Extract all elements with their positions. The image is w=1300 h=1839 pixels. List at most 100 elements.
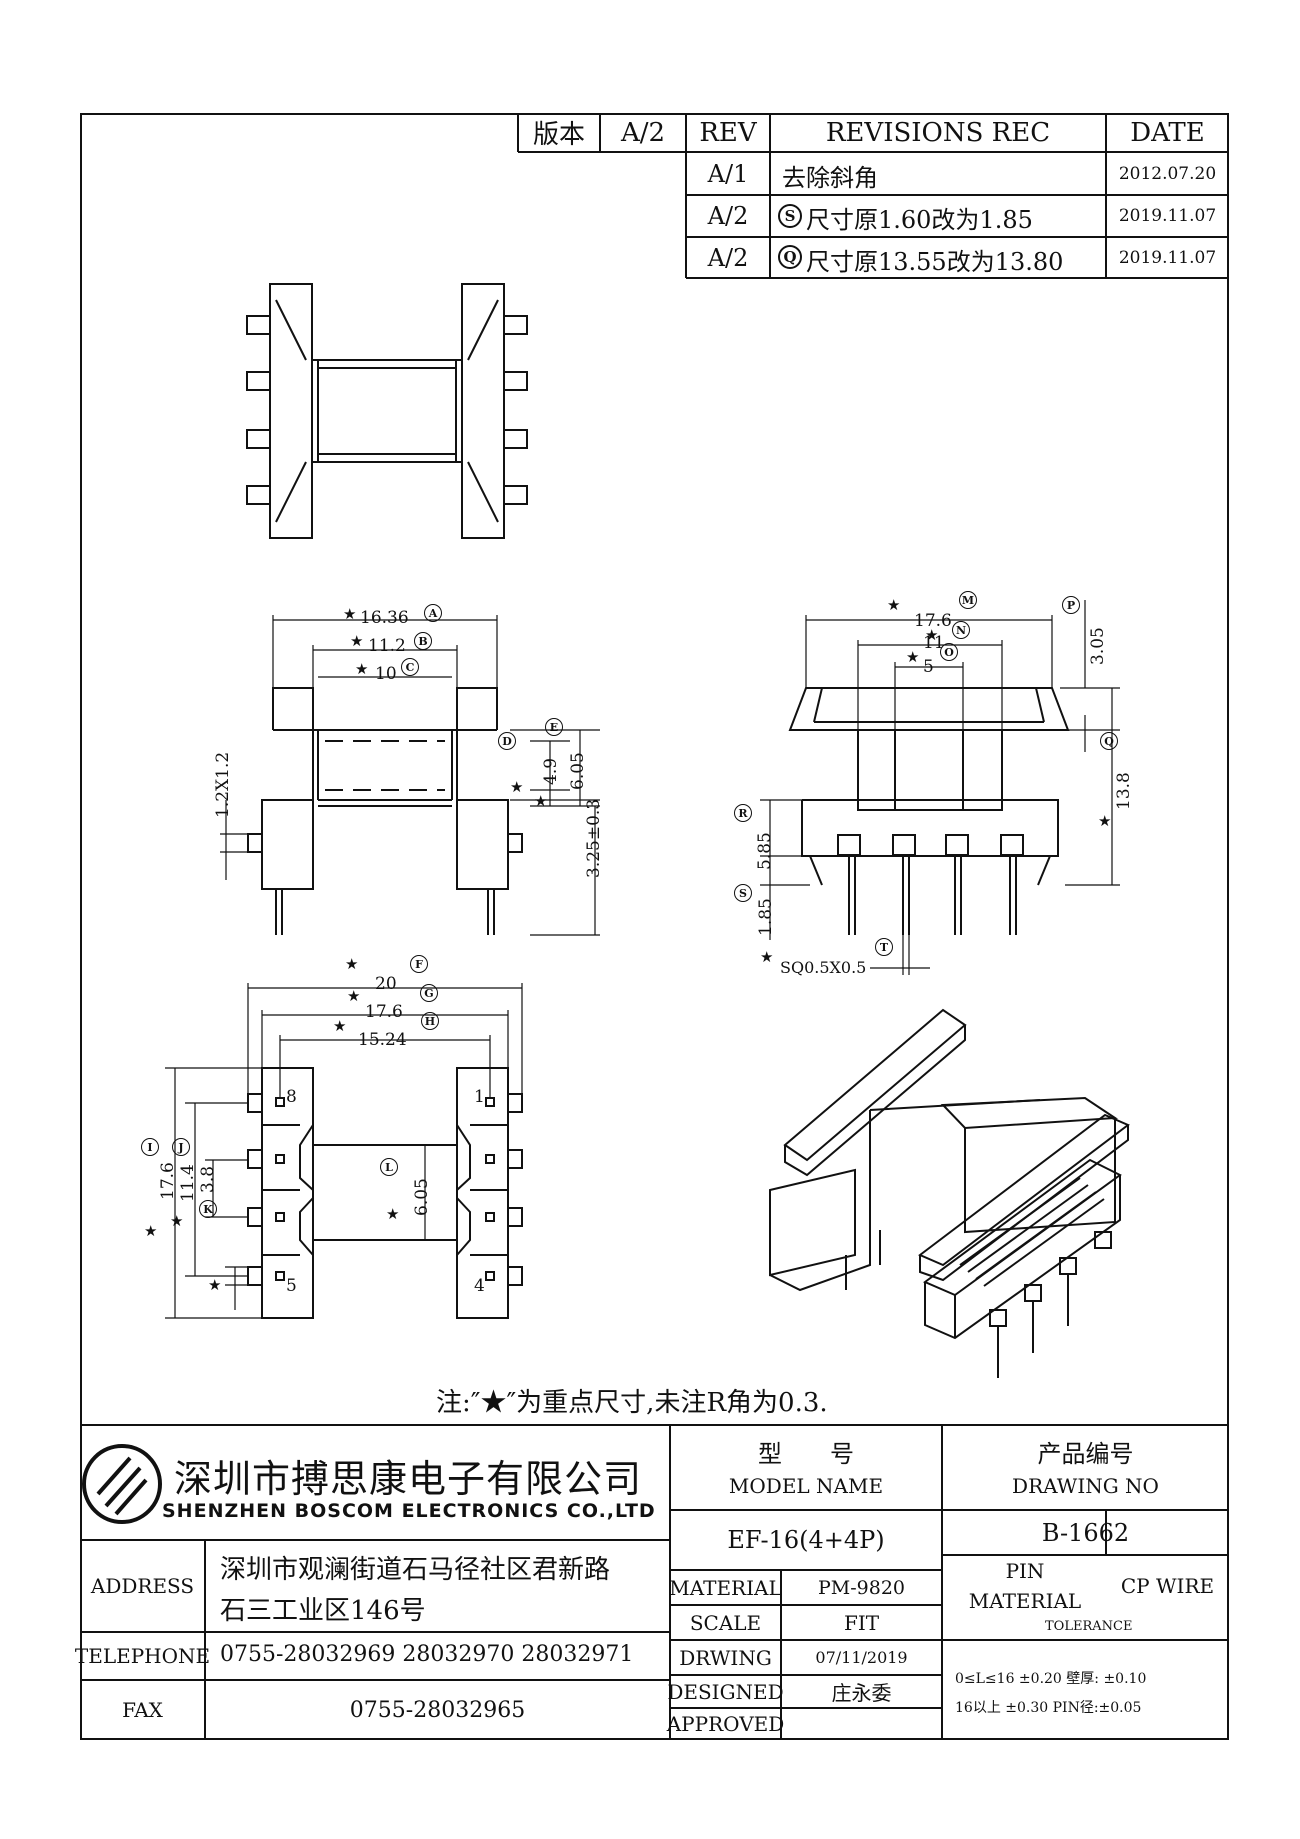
dim-o-value: 5 <box>923 657 934 677</box>
rev-row-1-date: 2012.07.20 <box>1118 163 1217 184</box>
drwing-label: DRWING <box>679 1645 772 1670</box>
star-icon: ★ <box>906 648 920 666</box>
star-icon: ★ <box>760 948 774 966</box>
star-icon: ★ <box>144 1222 158 1240</box>
dim-s-value: 1.85 <box>756 898 776 936</box>
marker-s: S <box>734 884 752 902</box>
pin-material-value: CP WIRE <box>1120 1574 1215 1598</box>
fax-value: 0755-28032965 <box>349 1697 526 1723</box>
dim-pin-value: 1.2X1.2 <box>213 751 233 818</box>
telephone-value: 0755-28032969 28032970 28032971 <box>220 1642 634 1667</box>
marker-k: K <box>199 1200 217 1218</box>
marker-c: C <box>401 658 419 676</box>
star-icon: ★ <box>1098 812 1112 830</box>
rev-row-3-date: 2019.11.07 <box>1118 247 1217 268</box>
rev-row-2-date: 2019.11.07 <box>1118 206 1217 226</box>
star-icon: ★ <box>343 605 357 623</box>
dim-c-value: 10 <box>375 664 397 684</box>
rev-row-2-rev: A/2 <box>707 202 749 230</box>
address-line-1: 深圳市观澜街道石马径社区君新路 <box>220 1555 611 1585</box>
drawing-frame <box>80 113 1229 1740</box>
marker-j: J <box>172 1138 190 1156</box>
dim-49-value: 4.9 <box>541 757 561 785</box>
tolerance-line-2: 16以上 ±0.30 PIN径:±0.05 <box>955 1700 1142 1716</box>
model-label-cn: 型 号 <box>758 1439 854 1468</box>
rev-row-3-rev: A/2 <box>707 243 749 272</box>
dim-m-value: 17.6 <box>914 611 952 631</box>
dim-q-value: 13.8 <box>1114 772 1134 810</box>
model-value: EF-16(4+4P) <box>727 1526 885 1554</box>
version-value: A/2 <box>620 117 666 148</box>
drwing-value: 07/11/2019 <box>815 1648 908 1667</box>
designed-label: DESIGNED <box>667 1679 784 1704</box>
tolerance-label: TOLERANCE <box>1045 1619 1133 1634</box>
dim-h-value: 15.24 <box>358 1030 407 1050</box>
drawing-label-cn: 产品编号 <box>1037 1439 1134 1468</box>
dim-b-value: 11.2 <box>368 636 406 656</box>
star-icon: ★ <box>925 626 939 644</box>
star-icon: ★ <box>350 632 364 650</box>
fax-label: FAX <box>122 1698 163 1722</box>
pin-material-label: PIN MATERIAL <box>968 1559 1082 1613</box>
dim-k-value: 3.8 <box>198 1165 218 1193</box>
star-icon: ★ <box>347 987 361 1005</box>
marker-d: D <box>498 732 516 750</box>
dim-p-value: 3.05 <box>1088 627 1108 665</box>
address-line-2: 石三工业区146号 <box>220 1596 426 1626</box>
designed-value: 庄永委 <box>831 1681 892 1705</box>
star-icon: ★ <box>534 792 548 810</box>
dim-l-value: 6.05 <box>412 1178 432 1216</box>
pin-label-8: 8 <box>286 1087 297 1107</box>
dim-f-value: 20 <box>375 974 397 994</box>
rev-row-1-rec: 去除斜角 <box>782 164 878 192</box>
star-icon: ★ <box>386 1205 400 1223</box>
pin-label-1: 1 <box>474 1087 485 1107</box>
marker-p: P <box>1062 596 1080 614</box>
material-label: MATERIAL <box>669 1575 782 1600</box>
marker-o: O <box>940 643 958 661</box>
company-name-cn: 深圳市搏思康电子有限公司 <box>174 1457 643 1501</box>
marker-g: G <box>420 984 438 1002</box>
marker-h: H <box>421 1012 439 1030</box>
marker-m: M <box>959 591 977 609</box>
star-icon: ★ <box>887 596 901 614</box>
dim-j-value: 11.4 <box>178 1164 198 1202</box>
rev-row-1-rev: A/1 <box>707 159 749 188</box>
dim-n-value: 11 <box>923 633 945 653</box>
marker-i: I <box>141 1138 159 1156</box>
dim-605-value: 6.05 <box>568 752 588 790</box>
marker-t: T <box>875 938 893 956</box>
star-icon: ★ <box>170 1212 184 1230</box>
drawing-value: B-1662 <box>1041 1518 1130 1547</box>
star-icon: ★ <box>345 955 359 973</box>
dim-r-value: 5.85 <box>755 832 775 870</box>
marker-e: E <box>545 718 563 736</box>
marker-n: N <box>952 621 970 639</box>
rev-header: REV <box>699 117 757 148</box>
star-icon: ★ <box>355 660 369 678</box>
pin-label-4: 4 <box>474 1276 485 1296</box>
company-logo <box>82 1444 162 1524</box>
marker-b: B <box>414 632 432 650</box>
scale-value: FIT <box>843 1610 880 1635</box>
approved-value <box>781 1708 942 1740</box>
dim-325-value: 3.25±0.3 <box>584 798 604 878</box>
rev-row-3-rec: 尺寸原13.55改为13.80 <box>806 248 1064 276</box>
pin-label-5: 5 <box>286 1276 297 1296</box>
marker-q: Q <box>1100 732 1118 750</box>
star-icon: ★ <box>208 1276 222 1294</box>
star-icon: ★ <box>510 778 524 796</box>
approved-label: APPROVED <box>666 1712 785 1736</box>
dim-t-value: SQ0.5X0.5 <box>780 958 867 977</box>
material-value: PM-9820 <box>817 1576 905 1599</box>
address-label: ADDRESS <box>90 1574 195 1598</box>
model-label-en: MODEL NAME <box>728 1474 884 1498</box>
marker-a: A <box>424 604 442 622</box>
marker-f: F <box>410 955 428 973</box>
scale-label: SCALE <box>689 1610 762 1635</box>
drawing-note: 注:″★″为重点尺寸,未注R角为0.3. <box>436 1388 828 1418</box>
marker-l: L <box>380 1158 398 1176</box>
rev-row-2-rec: 尺寸原1.60改为1.85 <box>806 206 1033 234</box>
marker-r: R <box>734 804 752 822</box>
